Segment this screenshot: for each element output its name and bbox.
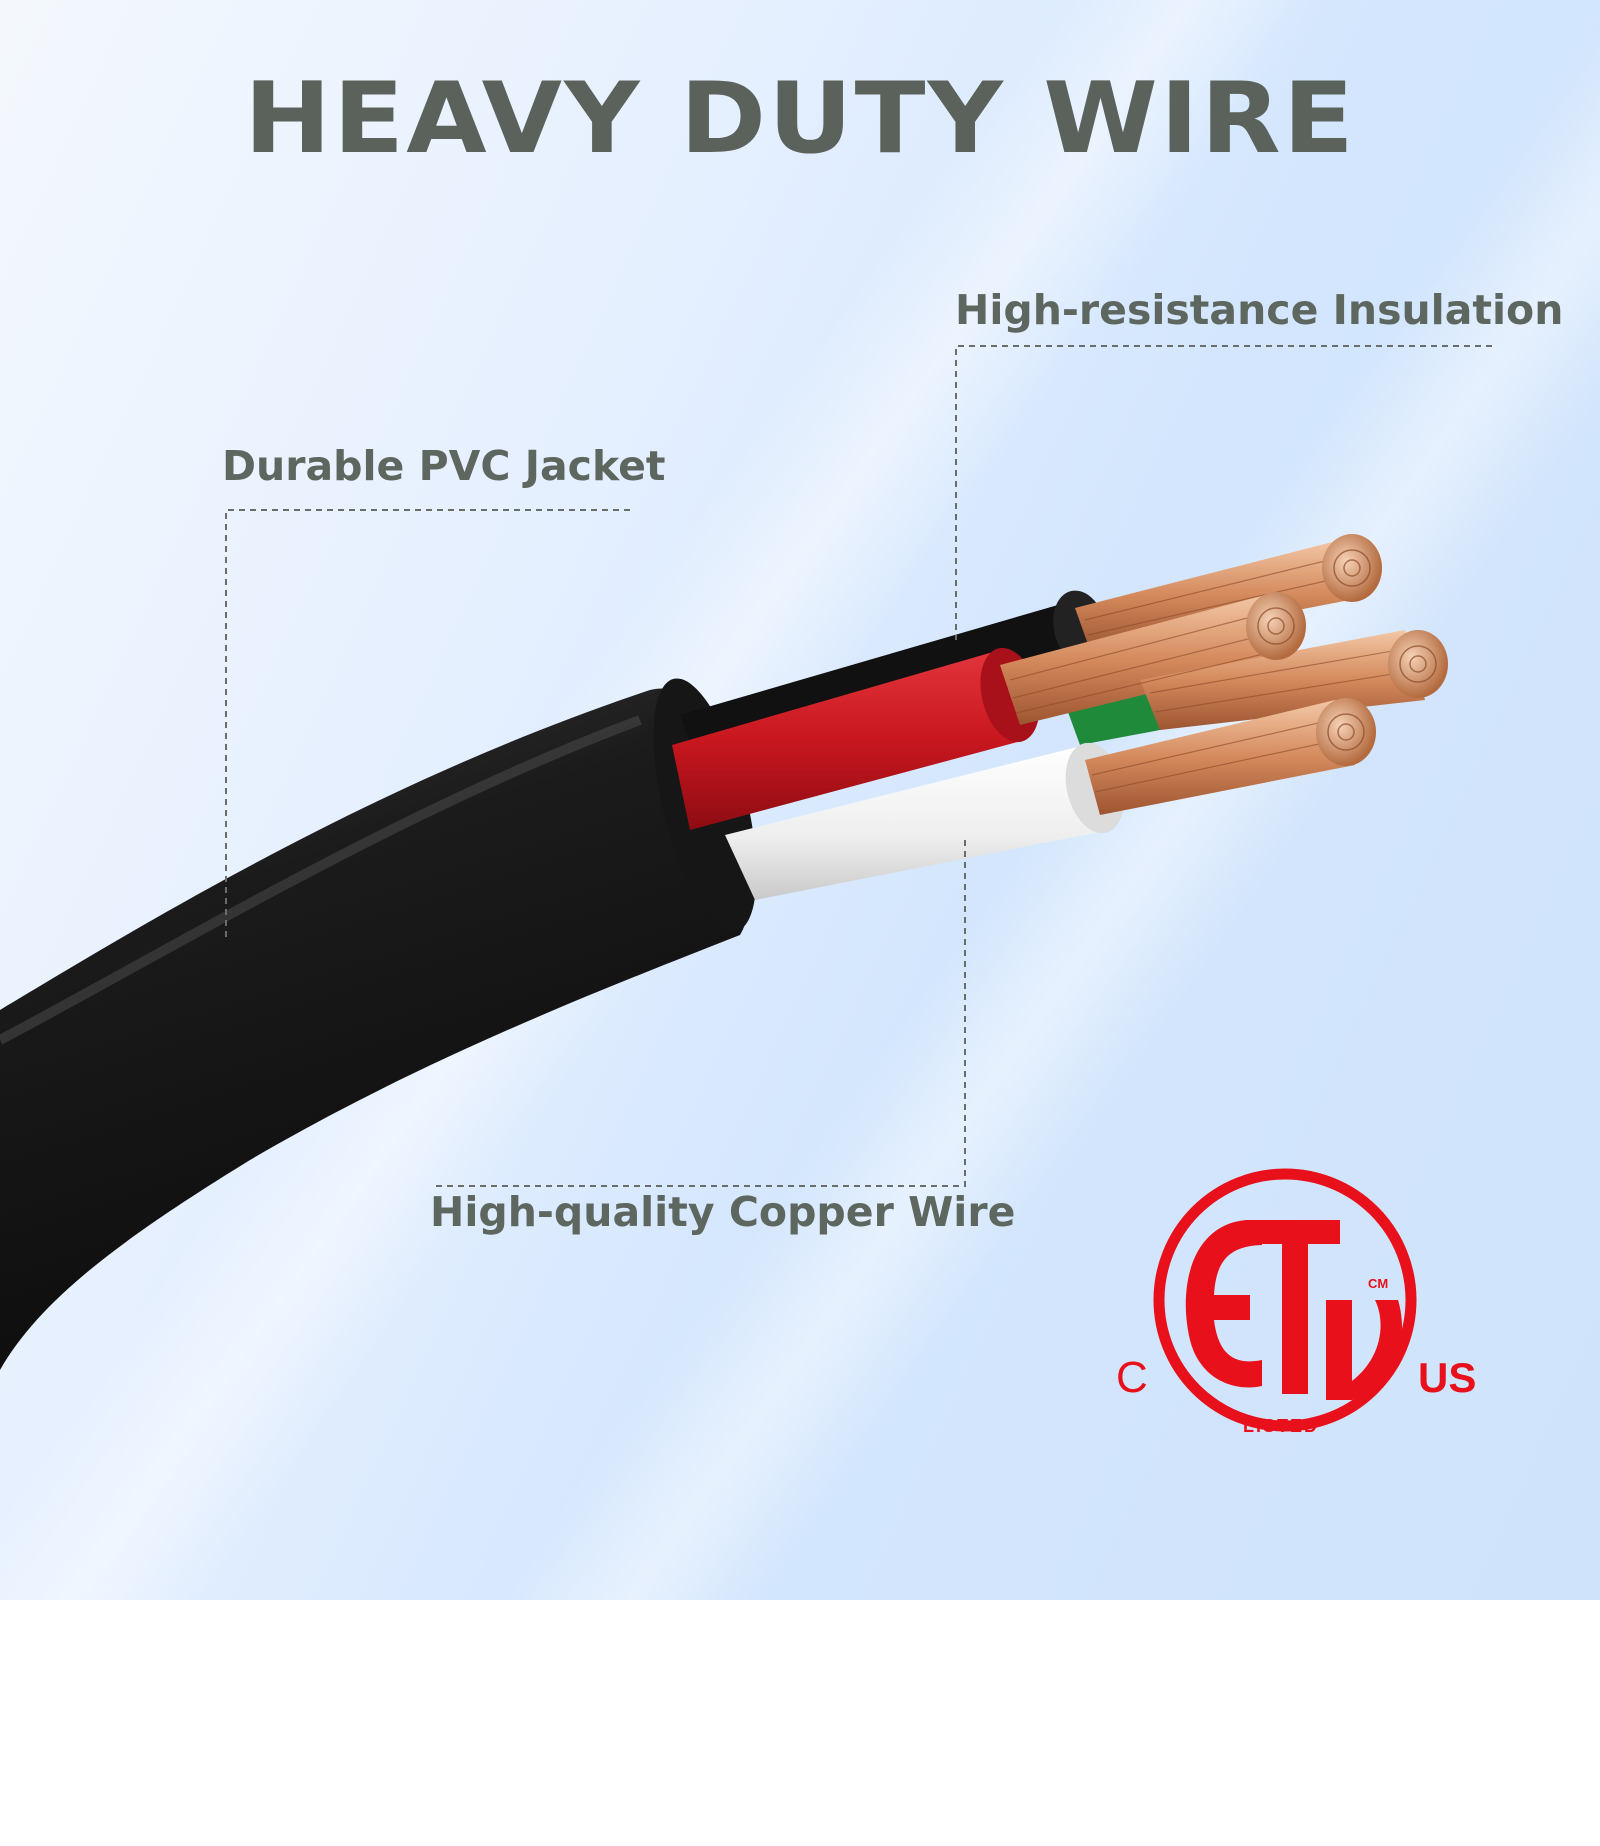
white-conductor	[725, 745, 1110, 900]
label-copper-wire: High-quality Copper Wire	[430, 1188, 1016, 1236]
copper-strands	[1000, 534, 1448, 815]
jacket-leader-line	[225, 509, 630, 940]
red-conductor	[672, 650, 1025, 830]
etl-letter-l	[1326, 1300, 1402, 1400]
etl-letter-t	[1250, 1220, 1340, 1244]
cable-illustration: CM C US LISTED	[0, 345, 1492, 1436]
etl-cm-text: CM	[1368, 1276, 1388, 1291]
etl-listed-mark: CM C US LISTED	[1116, 1168, 1476, 1436]
etl-us-text: US	[1418, 1354, 1476, 1401]
insulation-leader-line	[955, 345, 1492, 640]
etl-listed-text: LISTED	[1243, 1416, 1319, 1436]
label-insulation: High-resistance Insulation	[955, 286, 1564, 334]
page-title: HEAVY DUTY WIRE	[244, 62, 1356, 176]
label-pvc-jacket: Durable PVC Jacket	[222, 442, 666, 490]
etl-letter-e	[1185, 1220, 1262, 1388]
copper-leader-line	[434, 840, 966, 1187]
pvc-jacket	[0, 688, 751, 1370]
etl-c-text: C	[1116, 1353, 1148, 1402]
jacket-highlight	[0, 715, 642, 1045]
